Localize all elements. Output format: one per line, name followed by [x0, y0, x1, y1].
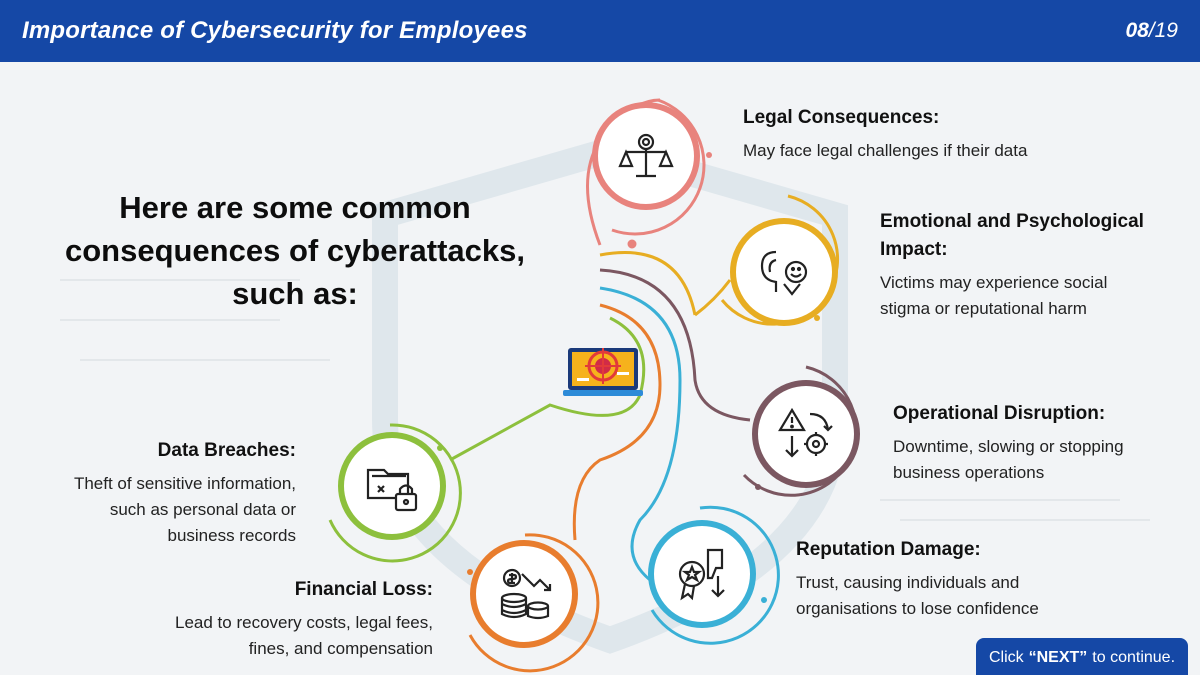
operational-circle — [752, 380, 860, 488]
warning-gear-icon — [778, 407, 833, 458]
connector-operational — [599, 268, 751, 422]
breach-desc-2: such as personal data or — [109, 500, 296, 519]
arc-financial — [468, 533, 600, 673]
financial-text: Financial Loss: Lead to recovery costs, … — [113, 576, 433, 662]
financial-title: Financial Loss: — [294, 579, 433, 600]
breach-text: Data Breaches: Theft of sensitive inform… — [20, 437, 296, 549]
header-bar: Importance of Cybersecurity for Employee… — [0, 0, 1200, 62]
emotional-circle — [730, 218, 838, 326]
next-button[interactable]: Click “NEXT” to continue. — [976, 638, 1188, 675]
operational-title: Operational Disruption: — [893, 403, 1106, 424]
financial-desc-2: fines, and compensation — [248, 639, 433, 658]
operational-desc-1: Downtime, slowing or stopping — [893, 437, 1124, 456]
connector-financial — [572, 303, 662, 541]
operational-desc-2: business operations — [893, 463, 1045, 482]
reputation-text: Reputation Damage: Trust, causing indivi… — [796, 536, 1096, 622]
reputation-desc-1: Trust, causing individuals and — [796, 573, 1020, 592]
reputation-circle — [648, 520, 756, 628]
intro-line-1: Here are some common — [119, 190, 471, 225]
arc-reputation — [650, 505, 780, 645]
circuit-traces — [60, 279, 1150, 521]
intro-heading: Here are some common consequences of cyb… — [60, 186, 530, 315]
emotional-title-1: Emotional and Psychological — [880, 211, 1144, 232]
coins-decline-icon — [500, 568, 552, 620]
connector-reputation — [599, 286, 682, 582]
emotional-title-2: Impact: — [880, 239, 948, 260]
next-prefix: Click — [988, 649, 1024, 666]
emotional-text: Emotional and Psychological Impact: Vict… — [880, 208, 1180, 322]
page-current: 08 — [1125, 19, 1149, 42]
legal-text: Legal Consequences: May face legal chall… — [743, 104, 1183, 164]
intro-line-3: such as: — [232, 276, 358, 311]
next-keyword: “NEXT” — [1028, 649, 1088, 666]
emotional-desc-1: Victims may experience social — [880, 273, 1108, 292]
financial-circle — [470, 540, 578, 648]
financial-desc-1: Lead to recovery costs, legal fees, — [175, 613, 433, 632]
slide-title: Importance of Cybersecurity for Employee… — [22, 17, 528, 44]
breach-desc-1: Theft of sensitive information, — [73, 474, 296, 493]
arc-breach — [328, 423, 462, 563]
connector-emotional — [599, 251, 732, 317]
breach-circle — [338, 432, 446, 540]
intro-line-2: consequences of cyberattacks, — [64, 233, 526, 268]
arc-legal — [611, 98, 706, 236]
brain-face-icon — [760, 250, 808, 296]
breach-desc-3: business records — [167, 526, 296, 545]
laptop-bug-icon — [563, 348, 643, 396]
folder-lock-icon — [366, 468, 418, 512]
reputation-title: Reputation Damage: — [796, 539, 981, 560]
operational-text: Operational Disruption: Downtime, slowin… — [893, 400, 1183, 486]
scales-gear-icon — [618, 133, 674, 178]
emotional-desc-2: stigma or reputational harm — [880, 299, 1087, 318]
page-indicator: 08/19 — [1125, 19, 1178, 43]
legal-circle — [592, 102, 700, 210]
legal-desc: May face legal challenges if their data — [743, 141, 1028, 160]
reputation-desc-2: organisations to lose confidence — [796, 599, 1039, 618]
badge-thumbs-down-icon — [678, 548, 725, 601]
next-suffix: to continue. — [1092, 649, 1176, 666]
page-total: /19 — [1148, 19, 1178, 42]
legal-title: Legal Consequences: — [743, 107, 940, 128]
breach-title: Data Breaches: — [157, 440, 296, 461]
